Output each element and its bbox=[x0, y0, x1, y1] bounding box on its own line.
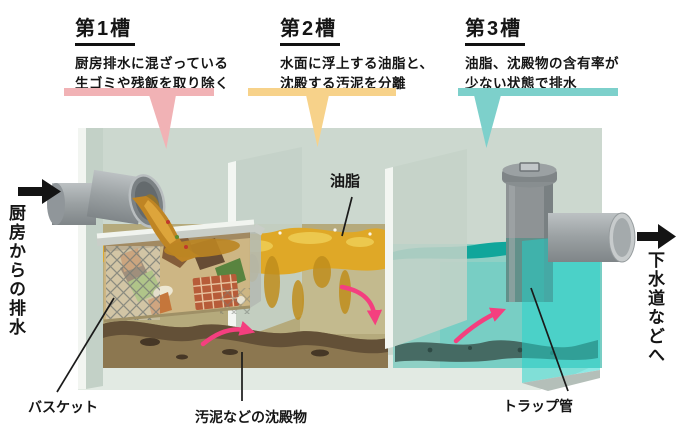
basket bbox=[96, 219, 265, 323]
chamber-2-desc-line1: 水面に浮上する油脂と、 bbox=[280, 56, 434, 71]
trap-pipe-callout-label: トラップ管 bbox=[503, 398, 573, 414]
chamber-1-accent-bar bbox=[64, 88, 214, 96]
inlet-arrow-icon bbox=[18, 179, 61, 204]
grease-callout-label: 油脂 bbox=[330, 173, 361, 190]
chamber-2-desc-line2: 沈殿する汚泥を分離 bbox=[280, 76, 406, 91]
flow-arrow-1-icon bbox=[200, 320, 256, 347]
chamber-2-title: 第2槽 bbox=[280, 12, 341, 46]
flow-arrows bbox=[200, 284, 506, 347]
flow-arrow-2-icon bbox=[339, 284, 383, 326]
chamber-1-note: 第1槽 厨房排水に混ざっている 生ゴミや残飯を取り除く bbox=[75, 12, 229, 94]
leader-lines bbox=[56, 196, 569, 401]
flow-arrow-3-icon bbox=[453, 307, 506, 344]
chamber-1-desc-line1: 厨房排水に混ざっている bbox=[75, 56, 229, 71]
outlet-pipe bbox=[548, 212, 636, 263]
outlet-label: 下水道などへ bbox=[645, 251, 664, 365]
chamber-3-title: 第3槽 bbox=[465, 12, 526, 46]
chamber-3-desc-line2: 少ない状態で排水 bbox=[465, 76, 577, 91]
chamber-3-note: 第3槽 油脂、沈殿物の含有率が 少ない状態で排水 bbox=[465, 12, 619, 94]
chamber-1-desc-line2: 生ゴミや残飯を取り除く bbox=[75, 76, 229, 91]
sediment-callout-label: 汚泥などの沈殿物 bbox=[195, 409, 307, 425]
partition-wall-2 bbox=[385, 149, 467, 349]
basket-callout-label: バスケット bbox=[28, 399, 98, 415]
sludge-sediment bbox=[103, 320, 388, 368]
inlet-label: 厨房からの排水 bbox=[6, 204, 25, 337]
front-glass-panel bbox=[522, 233, 600, 391]
chamber-2-accent-bar bbox=[248, 88, 396, 96]
chamber-2-note: 第2槽 水面に浮上する油脂と、 沈殿する汚泥を分離 bbox=[280, 12, 433, 94]
outlet-arrow-icon bbox=[637, 224, 676, 249]
chamber-1-title: 第1槽 bbox=[75, 12, 136, 46]
chamber-3-accent-bar bbox=[458, 88, 618, 96]
chamber-3-desc-line1: 油脂、沈殿物の含有率が bbox=[465, 56, 619, 71]
wastewater-stream bbox=[132, 196, 240, 262]
